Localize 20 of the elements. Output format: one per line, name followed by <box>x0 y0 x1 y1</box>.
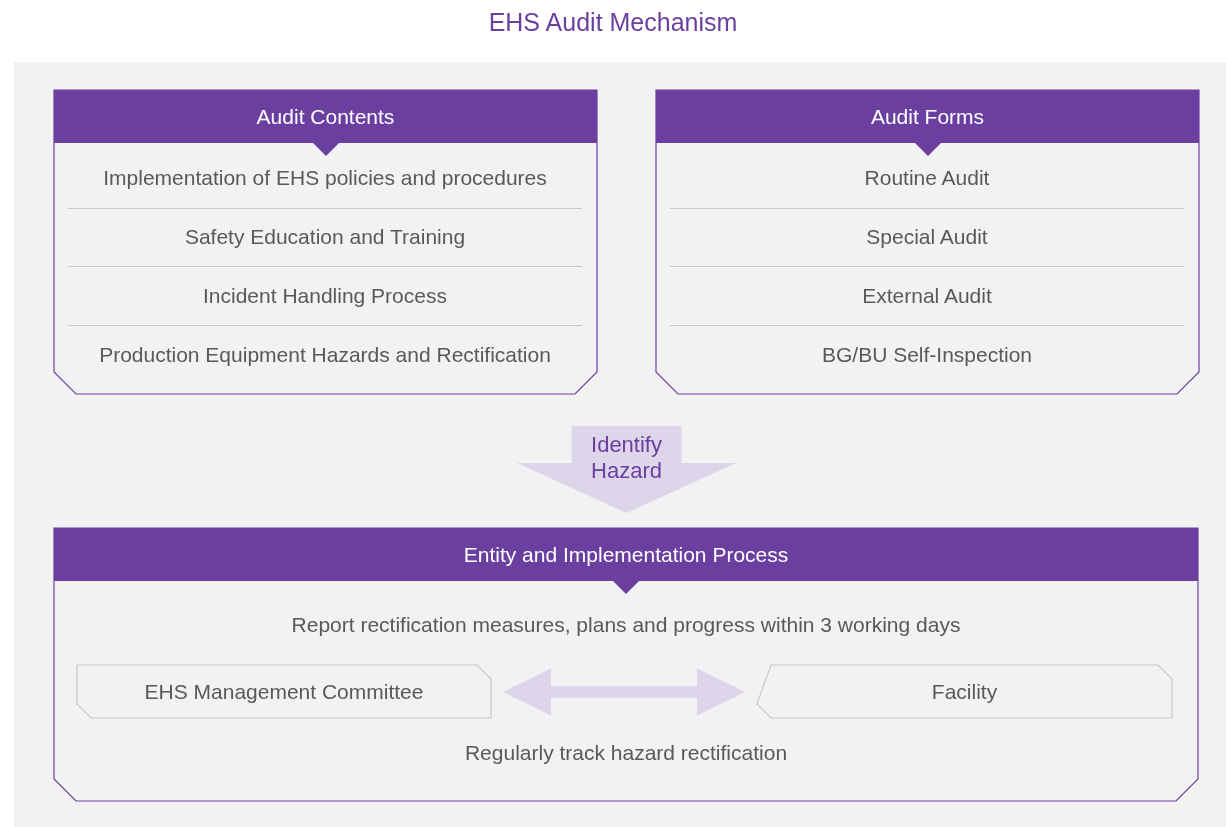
panel <box>656 90 1199 394</box>
label-tag: EHS Management Committee <box>77 665 491 718</box>
panel-header: Entity and Implementation Process <box>54 528 1198 581</box>
instruction-text: Report rectification measures, plans and progress within 3 working days <box>290 613 962 638</box>
down-arrow <box>517 426 736 513</box>
diagram-title: EHS Audit Mechanism <box>487 8 739 38</box>
label-tag: Facility <box>757 665 1172 718</box>
panel <box>54 528 1198 801</box>
instruction-text: Regularly track hazard rectification <box>463 741 789 766</box>
panel <box>54 90 597 394</box>
list-item: Routine Audit <box>670 149 1184 207</box>
list-item: BG/BU Self-Inspection <box>670 325 1184 384</box>
list-item: External Audit <box>670 266 1184 325</box>
double-arrow <box>503 668 745 716</box>
list-item: Incident Handling Process <box>68 266 582 325</box>
list-item: Safety Education and Training <box>68 207 582 266</box>
arrow-label: Identify Hazard <box>590 432 663 484</box>
list-item: Special Audit <box>670 207 1184 266</box>
list-item: Implementation of EHS policies and procedures <box>68 149 582 207</box>
list-item: Production Equipment Hazards and Rectification <box>68 325 582 384</box>
